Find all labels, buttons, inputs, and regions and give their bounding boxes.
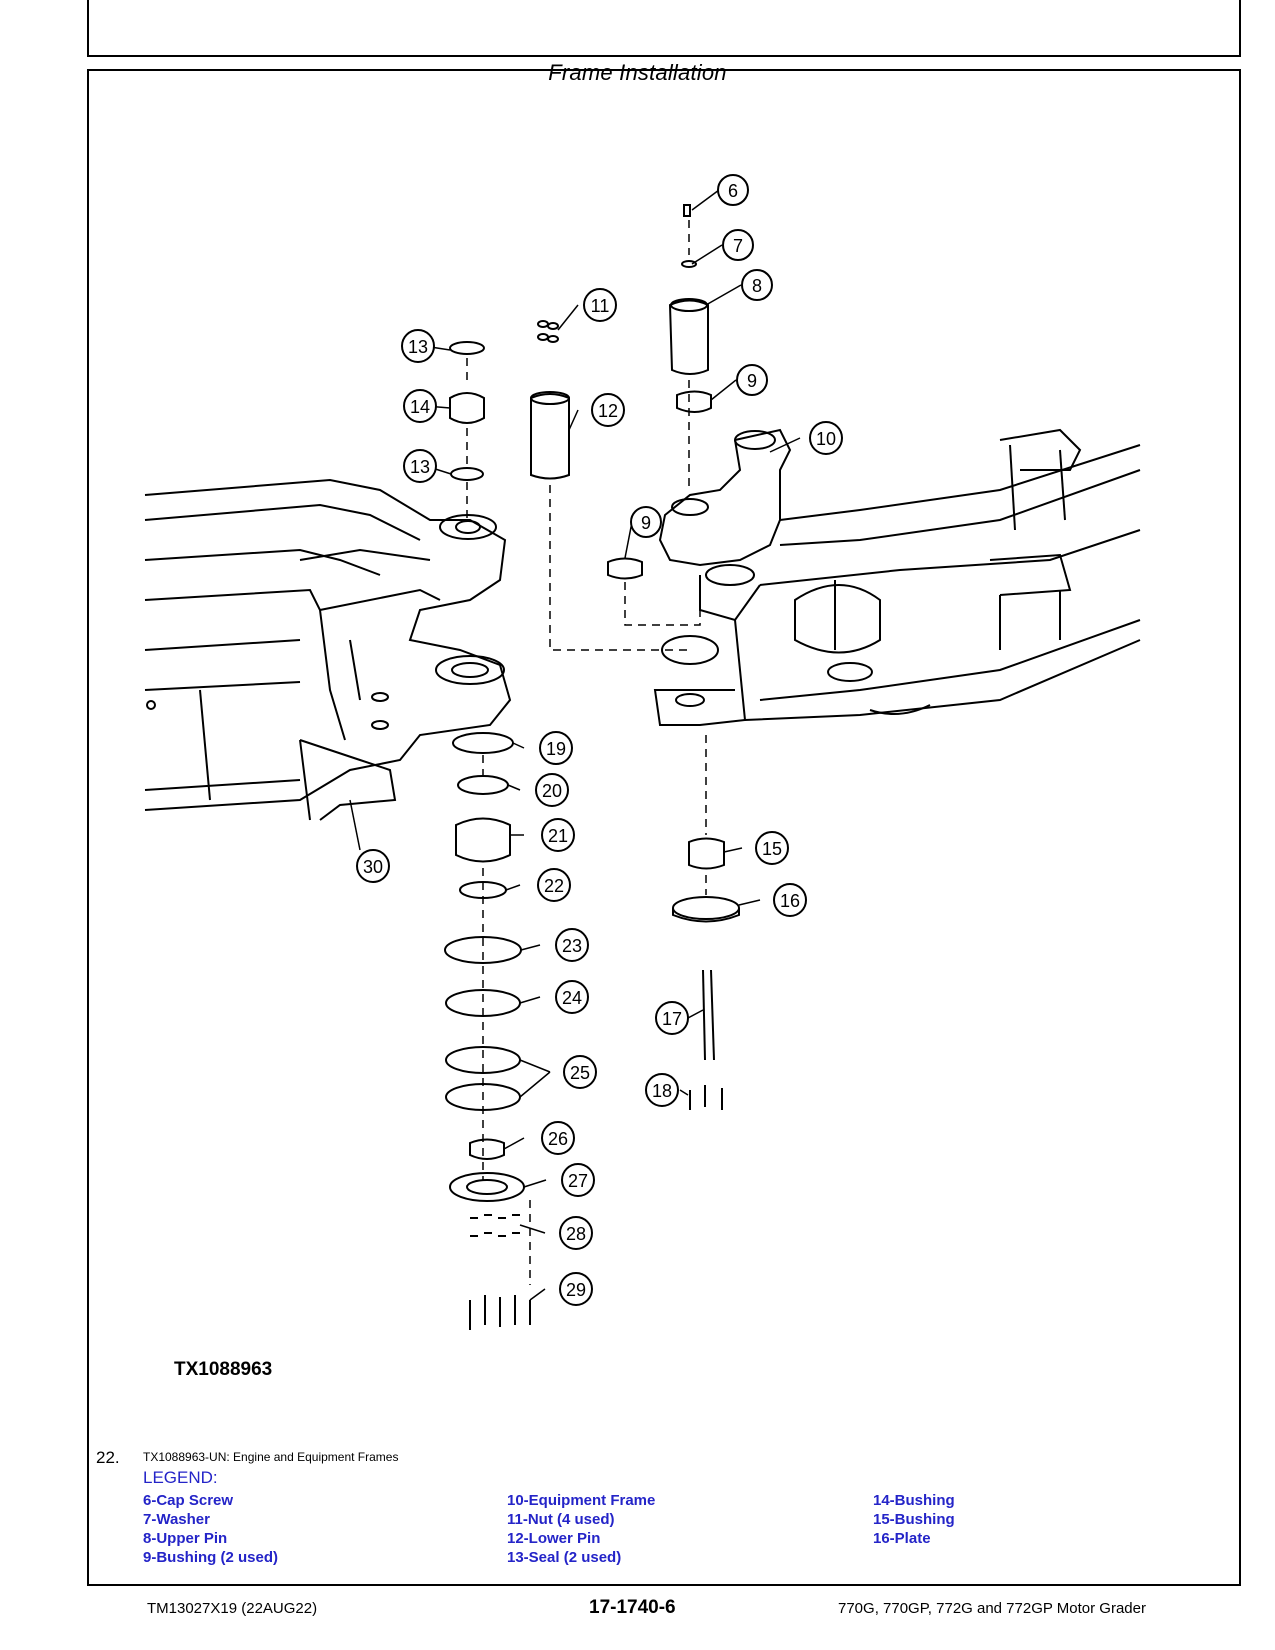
callout-24: 24 — [555, 980, 589, 1014]
legend-item: 9-Bushing (2 used) — [143, 1549, 279, 1566]
legend-item: 11-Nut (4 used) — [507, 1511, 615, 1528]
svg-text:15: 15 — [762, 839, 782, 859]
legend-column-3: 14-Bushing 15-Bushing 16-Plate — [873, 1491, 955, 1548]
callout-25: 25 — [563, 1055, 597, 1089]
svg-text:23: 23 — [562, 936, 582, 956]
callout-15: 15 — [755, 831, 789, 865]
callout-26: 26 — [541, 1121, 575, 1155]
callout-19: 19 — [539, 731, 573, 765]
svg-text:25: 25 — [570, 1063, 590, 1083]
equipment-frame-illustration — [653, 428, 1141, 726]
legend-item: 8-Upper Pin — [143, 1530, 228, 1547]
svg-text:26: 26 — [548, 1129, 568, 1149]
callout-21: 21 — [541, 818, 575, 852]
callout-8: 8 — [741, 269, 773, 301]
legend-item: 16-Plate — [873, 1530, 931, 1547]
svg-text:27: 27 — [568, 1171, 588, 1191]
legend-column-1: 6-Cap Screw 7-Washer 8-Upper Pin 9-Bushi… — [143, 1491, 278, 1567]
parts-stack-left — [444, 341, 525, 1202]
parts-stack-center — [530, 320, 570, 480]
manual-reference: TM13027X19 (22AUG22) — [147, 1600, 318, 1617]
parts-stack-right — [607, 204, 740, 1061]
svg-text:21: 21 — [548, 826, 568, 846]
svg-text:19: 19 — [546, 739, 566, 759]
callout-18: 18 — [645, 1073, 679, 1107]
figure-caption: TX1088963-UN: Engine and Equipment Frame… — [143, 1450, 399, 1464]
callout-13b: 13 — [403, 449, 437, 483]
legend-column-2: 10-Equipment Frame 11-Nut (4 used) 12-Lo… — [507, 1491, 655, 1567]
callout-11: 11 — [583, 288, 617, 322]
callout-9a: 9 — [736, 364, 768, 396]
callout-30: 30 — [356, 849, 390, 883]
svg-text:6: 6 — [728, 181, 738, 201]
legend-item: 7-Washer — [143, 1511, 210, 1528]
callout-28: 28 — [559, 1216, 593, 1250]
svg-text:10: 10 — [816, 429, 836, 449]
legend-item: 6-Cap Screw — [143, 1492, 234, 1509]
legend-item: 15-Bushing — [873, 1511, 955, 1528]
svg-text:24: 24 — [562, 988, 582, 1008]
svg-text:9: 9 — [641, 513, 651, 533]
svg-text:9: 9 — [747, 371, 757, 391]
callout-20: 20 — [535, 773, 569, 807]
svg-text:11: 11 — [591, 296, 610, 316]
callout-29: 29 — [559, 1272, 593, 1306]
legend-item: 13-Seal (2 used) — [507, 1549, 622, 1566]
svg-text:14: 14 — [410, 397, 430, 417]
callout-16: 16 — [773, 883, 807, 917]
page-title: Frame Installation — [548, 60, 727, 85]
callout-balloons: 6 7 8 9 9 10 11 12 13 14 13 15 16 17 18 … — [356, 174, 843, 1306]
svg-text:8: 8 — [752, 276, 762, 296]
callout-6: 6 — [717, 174, 749, 206]
callout-9b: 9 — [630, 506, 662, 538]
legend-item: 12-Lower Pin — [507, 1530, 601, 1547]
callout-23: 23 — [555, 928, 589, 962]
svg-text:7: 7 — [733, 236, 743, 256]
figure-id: TX1088963 — [174, 1359, 273, 1380]
engine-frame-illustration — [144, 478, 512, 821]
legend-item: 10-Equipment Frame — [507, 1492, 656, 1509]
svg-text:12: 12 — [598, 401, 618, 421]
callout-12: 12 — [591, 393, 625, 427]
header-box — [87, 0, 1241, 57]
svg-text:13: 13 — [408, 337, 428, 357]
model-list: 770G, 770GP, 772G and 772GP Motor Grader — [838, 1600, 1146, 1617]
content-frame — [87, 69, 1241, 1586]
exploded-view-illustration: 6 7 8 9 9 10 11 12 13 14 13 15 16 17 18 … — [144, 174, 1141, 1330]
svg-text:20: 20 — [542, 781, 562, 801]
svg-text:30: 30 — [363, 857, 383, 877]
svg-text:16: 16 — [780, 891, 800, 911]
callout-13a: 13 — [401, 329, 435, 363]
callout-14: 14 — [403, 389, 437, 423]
callout-27: 27 — [561, 1163, 595, 1197]
callout-10: 10 — [809, 421, 843, 455]
callout-7: 7 — [722, 229, 754, 261]
legend-item: 14-Bushing — [873, 1492, 955, 1509]
callout-17: 17 — [655, 1001, 689, 1035]
svg-text:18: 18 — [652, 1081, 672, 1101]
svg-text:13: 13 — [410, 457, 430, 477]
callout-22: 22 — [537, 868, 571, 902]
svg-text:29: 29 — [566, 1280, 586, 1300]
svg-text:28: 28 — [566, 1224, 586, 1244]
svg-text:22: 22 — [544, 876, 564, 896]
svg-text:17: 17 — [662, 1009, 682, 1029]
legend-title: LEGEND: — [143, 1468, 218, 1487]
step-number: 22. — [96, 1448, 120, 1467]
page-number: 17-1740-6 — [589, 1597, 676, 1618]
hardware-illustration — [469, 1085, 723, 1330]
